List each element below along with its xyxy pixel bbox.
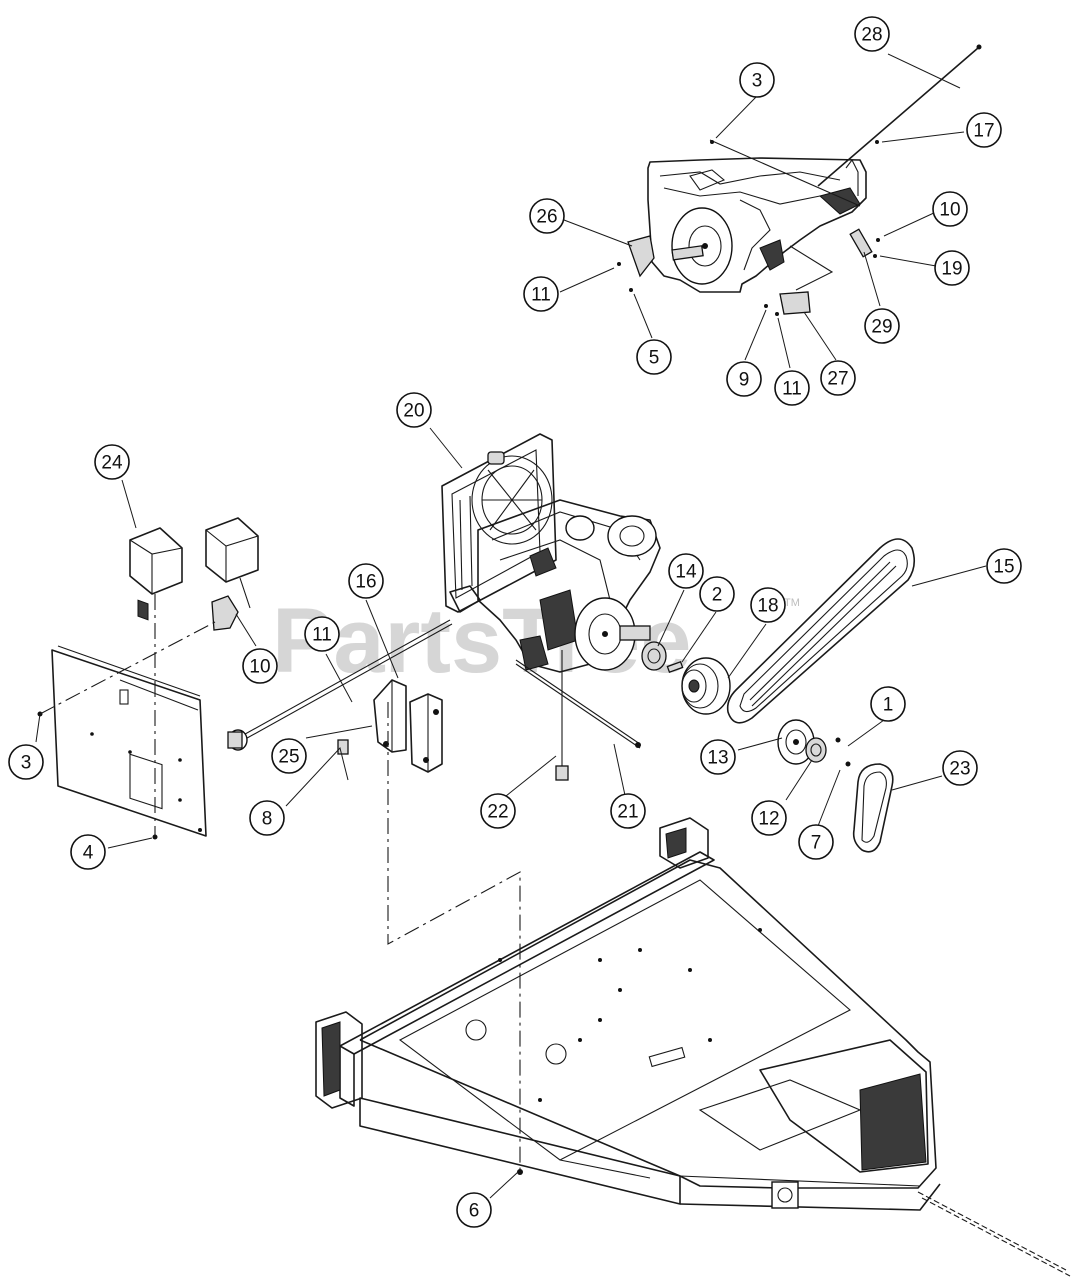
main-engine-assembly — [441, 433, 661, 673]
callout-label: 5 — [649, 348, 660, 369]
callout-label: 10 — [249, 657, 270, 678]
callout-16: 16 — [348, 563, 384, 599]
callout-label: 26 — [536, 207, 557, 228]
drive-components — [641, 538, 916, 853]
leader-lines — [35, 53, 987, 1199]
callout-label: 3 — [752, 71, 763, 92]
callout-label: 11 — [531, 285, 551, 306]
callout-label: 8 — [262, 809, 273, 830]
callout-15: 15 — [986, 548, 1022, 584]
callout-21: 21 — [610, 793, 646, 829]
callout-27: 27 — [820, 360, 856, 396]
cables — [227, 619, 641, 781]
callout-label: 23 — [949, 759, 970, 780]
callout-label: 3 — [21, 753, 32, 774]
callout-label: 6 — [469, 1201, 480, 1222]
callout-label: 19 — [941, 259, 962, 280]
callout-label: 12 — [758, 809, 779, 830]
callout-22: 22 — [480, 793, 516, 829]
callout-label: 15 — [993, 557, 1014, 578]
callout-17: 17 — [966, 112, 1002, 148]
callout-label: 16 — [355, 572, 376, 593]
callout-label: 13 — [707, 748, 728, 769]
callout-28: 28 — [854, 16, 890, 52]
callout-11-c: 11 — [304, 616, 340, 652]
callouts: 28 3 17 26 10 11 19 29 5 9 11 27 20 24 1… — [8, 16, 1022, 1228]
callout-10-top: 10 — [932, 191, 968, 227]
watermark-trademark: TM — [784, 597, 800, 609]
callout-label: 11 — [782, 379, 802, 400]
callout-26: 26 — [529, 198, 565, 234]
mower-deck-frame — [315, 702, 1071, 1277]
callout-4: 4 — [70, 834, 106, 870]
callout-label: 17 — [973, 121, 994, 142]
callout-label: 1 — [883, 695, 894, 716]
callout-19: 19 — [934, 250, 970, 286]
callout-label: 11 — [312, 625, 332, 646]
callout-8: 8 — [249, 800, 285, 836]
brackets — [337, 679, 443, 773]
callout-2: 2 — [699, 576, 735, 612]
top-engine-assembly — [617, 44, 982, 316]
callout-label: 7 — [811, 833, 822, 854]
callout-label: 24 — [101, 453, 123, 474]
callout-1: 1 — [870, 686, 906, 722]
callout-label: 18 — [757, 596, 778, 617]
callout-11-b: 11 — [774, 370, 810, 406]
callout-24: 24 — [94, 444, 130, 480]
callout-5: 5 — [636, 339, 672, 375]
callout-label: 27 — [827, 369, 848, 390]
callout-label: 2 — [712, 585, 723, 606]
callout-6: 6 — [456, 1192, 492, 1228]
callout-20: 20 — [396, 392, 432, 428]
callout-18: 18 — [750, 587, 786, 623]
callout-10-left: 10 — [242, 648, 278, 684]
callout-23: 23 — [942, 750, 978, 786]
callout-label: 20 — [403, 401, 424, 422]
callout-11-a: 11 — [523, 276, 559, 312]
callout-label: 10 — [939, 200, 960, 221]
callout-label: 9 — [739, 370, 750, 391]
callout-label: 4 — [83, 843, 94, 864]
callout-label: 25 — [278, 747, 299, 768]
callout-14: 14 — [668, 553, 704, 589]
callout-3-top: 3 — [739, 62, 775, 98]
callout-13: 13 — [700, 739, 736, 775]
callout-3-left: 3 — [8, 744, 44, 780]
callout-25: 25 — [271, 738, 307, 774]
callout-label: 22 — [487, 802, 508, 823]
callout-12: 12 — [751, 800, 787, 836]
callout-29: 29 — [864, 308, 900, 344]
callout-7: 7 — [798, 824, 834, 860]
control-panel-assembly — [37, 517, 259, 840]
callout-9: 9 — [726, 361, 762, 397]
callout-label: 21 — [617, 802, 638, 823]
callout-label: 14 — [675, 562, 697, 583]
callout-label: 29 — [871, 317, 892, 338]
callout-label: 28 — [861, 25, 882, 46]
